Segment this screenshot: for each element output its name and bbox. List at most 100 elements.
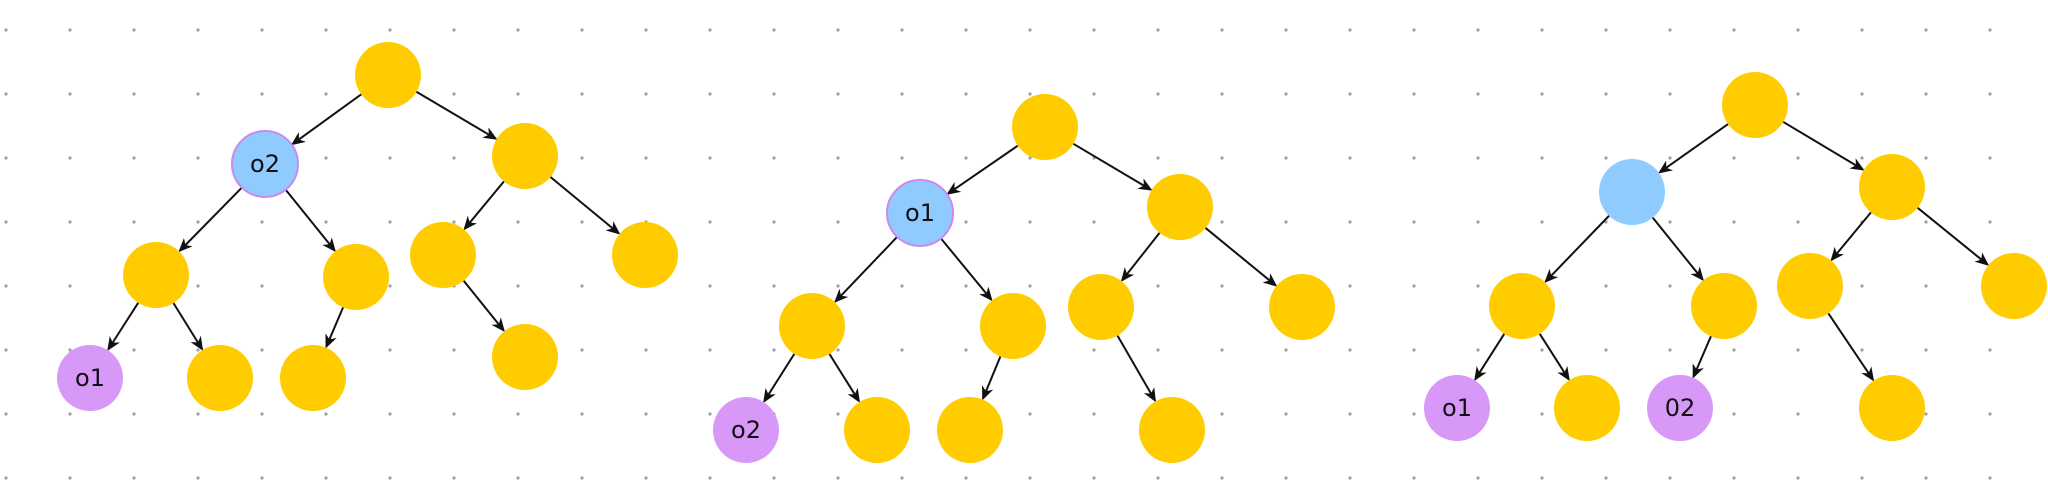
edge-a-c [1544,215,1610,283]
grid-dot [1156,476,1160,480]
grid-dot [836,220,840,224]
grid-dot [1604,348,1608,352]
grid-dot [900,156,904,160]
grid-dot [1092,220,1096,224]
node-i [1269,274,1335,340]
grid-dot [132,156,136,160]
node-f [187,345,253,411]
grid-dot [580,92,584,96]
grid-dot [1412,92,1416,96]
edge-r-b [1782,121,1865,171]
grid-dot [1476,220,1480,224]
grid-dot [708,220,712,224]
grid-dot [580,220,584,224]
grid-dot [516,476,520,480]
grid-dot [452,348,456,352]
grid-dot [1476,476,1480,480]
grid-dot [1604,156,1608,160]
node-r [1722,72,1788,138]
grid-dot [260,284,264,288]
grid-dot [1412,412,1416,416]
grid-dot [68,220,72,224]
grid-dot [1348,476,1352,480]
grid-dot [836,412,840,416]
grid-dot [772,476,776,480]
grid-dot [644,92,648,96]
grid-dot [964,348,968,352]
edge-r-b [415,90,498,140]
grid-dot [1988,348,1992,352]
grid-dot [1732,28,1736,32]
edge-r-a [946,144,1019,195]
node-c [1489,273,1555,339]
grid-dot [1348,220,1352,224]
grid-dot [1540,220,1544,224]
grid-dot [964,476,968,480]
edge-d-g [1692,335,1712,379]
grid-dot [1604,284,1608,288]
grid-dot [1412,476,1416,480]
grid-dot [132,220,136,224]
grid-dot [1796,476,1800,480]
grid-dot [1924,28,1928,32]
grid-dot [1028,92,1032,96]
node-a [1599,159,1665,225]
grid-dot [1028,476,1032,480]
grid-dot [1988,412,1992,416]
node-f [1554,375,1620,441]
grid-dot [1924,412,1928,416]
grid-dot [1348,348,1352,352]
grid-dot [452,412,456,416]
grid-dot [900,92,904,96]
grid-dot [1668,220,1672,224]
node-h [1068,274,1134,340]
grid-dot [1412,348,1416,352]
edge-r-b [1072,142,1153,191]
grid-dot [260,348,264,352]
grid-dot [1476,284,1480,288]
grid-dot [196,412,200,416]
grid-dot [1668,348,1672,352]
grid-dot [68,28,72,32]
grid-dot [644,28,648,32]
grid-dot [1156,348,1160,352]
edge-b-i [549,176,621,235]
grid-dot [1028,284,1032,288]
grid-dot [452,156,456,160]
grid-dot [452,28,456,32]
grid-dot [1284,28,1288,32]
edge-c-e [763,353,796,403]
grid-dot [388,412,392,416]
node-c [779,293,845,359]
grid-dot [1732,412,1736,416]
grid-dot [68,412,72,416]
grid-dot [132,348,136,352]
grid-dot [1924,156,1928,160]
edge-c-e [1474,333,1506,382]
grid-dot [1540,92,1544,96]
grid-dot [1540,476,1544,480]
node-label-a: o1 [905,199,935,227]
node-j [1139,397,1205,463]
node-h [410,222,476,288]
node-i [1981,253,2047,319]
grid-dot [1924,348,1928,352]
edge-b-h [1830,211,1872,262]
grid-dot [1668,284,1672,288]
grid-dot [644,156,648,160]
grid-dot [964,284,968,288]
grid-dot [260,412,264,416]
grid-dot [516,412,520,416]
grid-dot [452,476,456,480]
grid-dot [1732,348,1736,352]
grid-dot [452,220,456,224]
grid-dot [4,348,8,352]
grid-dot [1732,476,1736,480]
grid-dot [1732,156,1736,160]
node-label-e: o1 [75,364,105,392]
grid-dot [964,156,968,160]
grid-dot [1924,476,1928,480]
grid-dot [1796,348,1800,352]
